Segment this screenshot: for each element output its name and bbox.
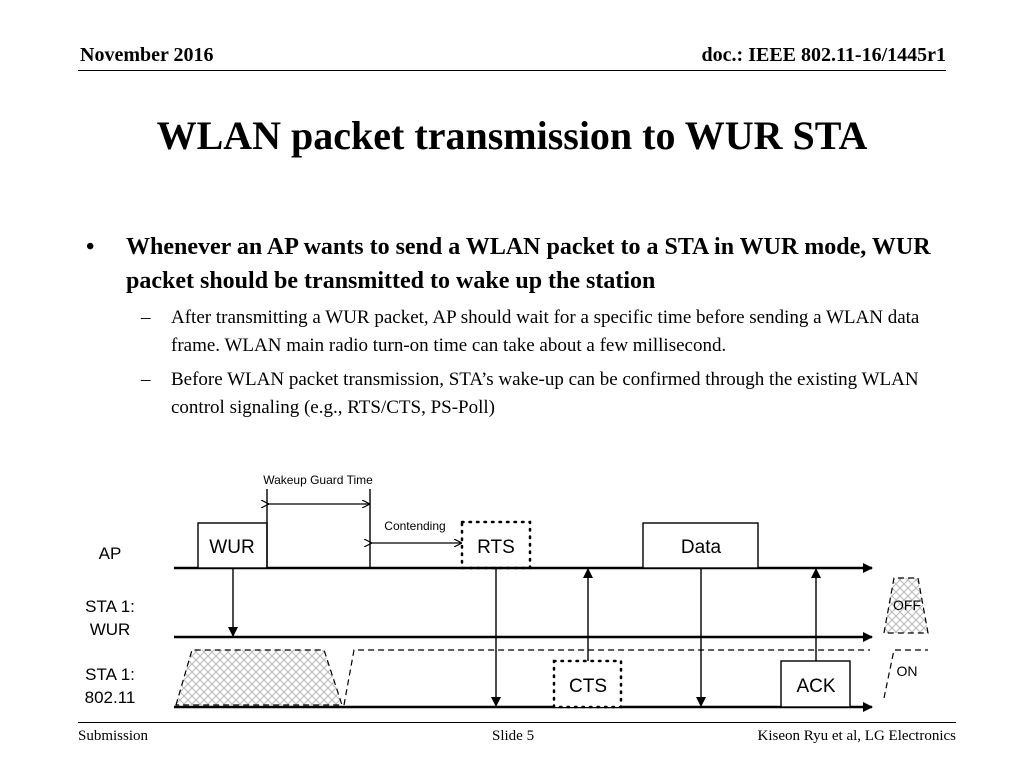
sub-bullet-marker: –: [141, 307, 151, 328]
bullet-item: • Whenever an AP wants to send a WLAN pa…: [86, 230, 946, 298]
header-divider: [78, 70, 946, 71]
footer-submission: Submission: [78, 728, 149, 744]
legend-off-swatch: [883, 577, 929, 634]
bullet-list: • Whenever an AP wants to send a WLAN pa…: [86, 230, 946, 422]
header-date: November 2016: [80, 44, 214, 66]
cts-frame: [552, 659, 623, 709]
contending-label: Contending: [384, 519, 445, 533]
sub-bullet-item: – Before WLAN packet transmission, STA’s…: [86, 366, 946, 422]
row-label-sta-wur-line2: WUR: [90, 620, 131, 639]
row-label-sta-wur-line1: STA 1:: [85, 597, 135, 616]
wur-frame-label: WUR: [209, 537, 254, 558]
legend-on-swatch: [883, 649, 928, 699]
bullet-marker: •: [86, 234, 95, 260]
sub-bullet-item: – After transmitting a WUR packet, AP sh…: [86, 304, 946, 360]
header-doc-id: doc.: IEEE 802.11-16/1445r1: [701, 44, 946, 66]
bullet-text: Whenever an AP wants to send a WLAN pack…: [126, 234, 931, 294]
legend-on-label: ON: [897, 663, 918, 679]
row-label-ap: AP: [99, 544, 122, 563]
cts-frame-label: CTS: [569, 676, 607, 697]
slide-title: WLAN packet transmission to WUR STA: [156, 113, 868, 158]
footer-slide-number: Slide 5: [492, 728, 535, 744]
row-label-sta-11-line2: 802.11: [85, 688, 136, 707]
wur-frame: [197, 522, 268, 569]
footer-authors: Kiseon Ryu et al, LG Electronics: [757, 728, 956, 744]
sub-bullet-text: Before WLAN packet transmission, STA’s w…: [171, 369, 919, 418]
guard-time-label: Wakeup Guard Time: [263, 473, 373, 487]
legend-off-label: OFF: [893, 597, 921, 613]
timing-diagram: AP STA 1: WUR STA 1: 802.11 WUR RTS Data…: [85, 473, 929, 712]
radio-on-outline: [343, 649, 870, 706]
rts-frame-label: RTS: [477, 537, 515, 558]
footer-divider: [78, 722, 956, 723]
radio-on-period: [175, 649, 343, 706]
sub-bullet-marker: –: [141, 369, 151, 390]
sub-bullet-text: After transmitting a WUR packet, AP shou…: [171, 307, 920, 356]
row-label-sta-11-line1: STA 1:: [85, 665, 135, 684]
ack-frame-label: ACK: [796, 676, 835, 697]
data-frame-label: Data: [681, 537, 722, 558]
rts-frame: [460, 520, 532, 570]
